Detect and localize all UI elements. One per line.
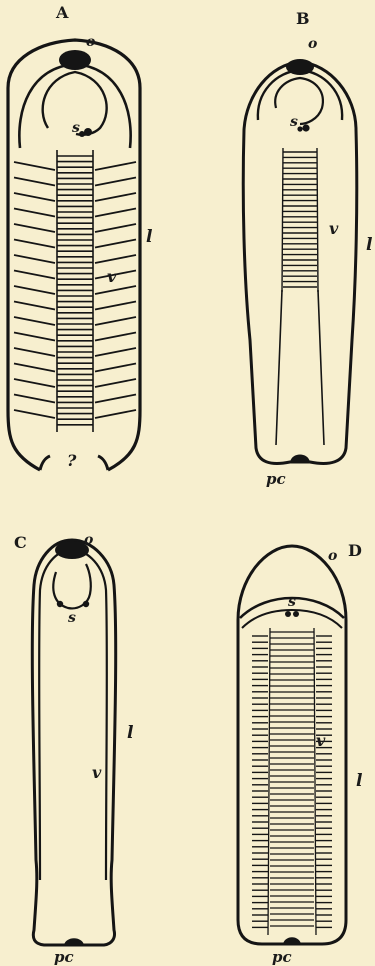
panel-b-label-l: l: [366, 235, 373, 255]
panel-c-body-outline: [32, 540, 115, 945]
lateral-nerve: [14, 255, 55, 263]
panel-d-label-o: o: [328, 548, 337, 564]
panel-a-ganglion-s: [84, 128, 92, 136]
lateral-nerve: [95, 302, 136, 310]
lateral-nerve: [14, 162, 55, 170]
cord-rail: [282, 148, 283, 292]
panel-b-label-pc: pc: [266, 470, 286, 488]
panel-b-label-v: v: [329, 219, 339, 238]
panel-a: A o s l v ?: [8, 3, 153, 470]
panel-c-label-pc: pc: [54, 948, 74, 966]
panel-b-caption: B: [296, 9, 310, 28]
panel-d-pc-blob: [283, 937, 301, 944]
lateral-nerve: [95, 162, 136, 170]
lateral-nerve: [14, 395, 55, 403]
panel-c-label-l: l: [127, 723, 134, 743]
lateral-nerve: [95, 410, 136, 418]
panel-b-ganglion-o: [286, 59, 314, 75]
lateral-nerve: [95, 333, 136, 341]
panel-a-caption: A: [55, 3, 69, 22]
panel-c-label-o: o: [84, 532, 93, 548]
panel-b-label-o: o: [308, 36, 317, 52]
lateral-nerve: [14, 286, 55, 294]
lateral-nerve: [95, 317, 136, 325]
lateral-nerve: [14, 333, 55, 341]
panel-b: B o s l v pc: [243, 9, 373, 488]
panel-d-caption: D: [348, 541, 362, 560]
cord-rail: [314, 628, 316, 935]
panel-a-ganglion-o: [59, 50, 91, 70]
panel-a-label-question: ?: [67, 451, 77, 470]
lateral-nerve: [95, 395, 136, 403]
panel-c-pc-blob: [64, 938, 84, 945]
panel-d-ganglion-s-left: [285, 611, 291, 617]
panel-d-label-pc: pc: [272, 948, 292, 966]
lateral-nerve: [14, 379, 55, 387]
lateral-nerve: [95, 193, 136, 201]
lateral-nerve: [95, 224, 136, 232]
panel-b-pc-blob: [290, 455, 310, 463]
panel-a-label-o: o: [86, 34, 95, 50]
lateral-nerve: [14, 410, 55, 418]
panel-d-label-v: v: [316, 731, 326, 750]
panel-b-ventral-cord: [282, 148, 318, 292]
panel-a-label-s: s: [72, 120, 80, 136]
lateral-nerve: [14, 348, 55, 356]
panel-c-ganglion-s-left: [57, 601, 63, 607]
lateral-nerve: [95, 364, 136, 372]
lateral-nerve: [14, 302, 55, 310]
lateral-nerve: [14, 209, 55, 217]
panel-d-ventral-cord: [268, 628, 316, 935]
lateral-nerve: [14, 224, 55, 232]
lateral-nerve: [95, 286, 136, 294]
lateral-nerve: [95, 379, 136, 387]
panel-d: D o s l v pc: [238, 541, 363, 966]
cord-rail: [268, 628, 270, 935]
lateral-nerve: [14, 317, 55, 325]
lateral-nerve: [14, 178, 55, 186]
cord-rail: [317, 148, 318, 292]
panel-b-ganglion-s: [302, 124, 309, 131]
lateral-nerve: [14, 240, 55, 248]
panel-c-caption: C: [14, 533, 27, 552]
panel-c-label-v: v: [92, 763, 102, 782]
lateral-nerve: [95, 209, 136, 217]
lateral-nerve: [95, 240, 136, 248]
panel-c-lateral-nerve: [39, 550, 107, 880]
lateral-nerve: [95, 255, 136, 263]
panel-a-label-v: v: [107, 267, 117, 286]
panel-b-body-outline: [243, 62, 357, 463]
panel-c-ganglion-s-right: [83, 601, 89, 607]
lateral-nerve: [95, 348, 136, 356]
panel-c-label-s: s: [68, 610, 76, 626]
panel-d-label-s: s: [288, 594, 296, 610]
panel-a-label-l: l: [146, 227, 153, 247]
panel-b-label-s: s: [290, 114, 298, 130]
panel-d-ganglion-s-right: [293, 611, 299, 617]
panel-a-ventral-cord: [57, 150, 93, 432]
lateral-nerve: [14, 193, 55, 201]
lateral-nerve: [95, 178, 136, 186]
lateral-nerve: [14, 364, 55, 372]
lateral-nerve: [14, 271, 55, 279]
panel-d-label-l: l: [356, 771, 363, 791]
panel-a-body-outline: [8, 40, 140, 470]
panel-c: C o s l v pc: [14, 532, 134, 966]
